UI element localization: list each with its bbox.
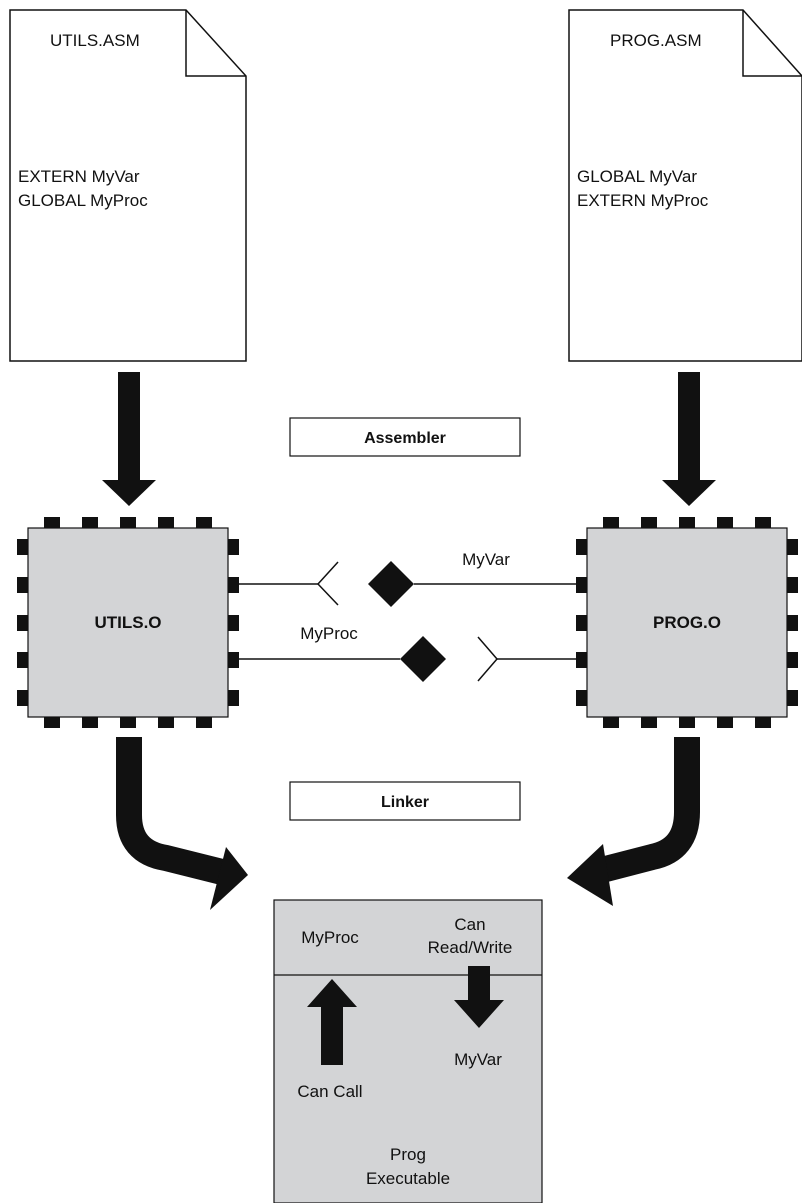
prog-asm-filename: PROG.ASM [610,31,702,50]
prog-o-chip: PROG.O [576,517,798,728]
myvar-connection: MyVar [239,550,576,607]
linker-label: Linker [381,794,429,811]
utils-o-label: UTILS.O [94,613,161,632]
exe-prog-label: Prog [390,1145,426,1164]
prog-asm-line-1: GLOBAL MyVar [577,167,697,186]
utils-asm-line-1: EXTERN MyVar [18,167,140,186]
prog-asm-line-2: EXTERN MyProc [577,191,709,210]
myvar-connection-label: MyVar [462,550,510,569]
utils-asm-line-2: GLOBAL MyProc [18,191,148,210]
assembler-label: Assembler [364,430,446,447]
prog-link-arrow [567,737,700,906]
myproc-plug-diamond [400,636,446,682]
prog-o-label: PROG.O [653,613,721,632]
myvar-plug-diamond [368,561,414,607]
myproc-connection-label: MyProc [300,624,358,643]
utils-o-chip: UTILS.O [17,517,239,728]
exe-myproc-label: MyProc [301,928,359,947]
myproc-connection: MyProc [239,624,576,682]
prog-asm-document: PROG.ASM GLOBAL MyVar EXTERN MyProc [568,9,802,362]
can-read-write-arrow [454,966,504,1028]
prog-executable-box: MyProc Can Read/Write Can Call MyVar Pro… [273,899,543,1203]
can-call-arrow [307,979,357,1065]
exe-read-write-label: Read/Write [428,938,513,957]
utils-assemble-arrow [102,372,156,506]
exe-myvar-label: MyVar [454,1050,502,1069]
utils-link-arrow [116,737,248,910]
prog-assemble-arrow [662,372,716,506]
utils-asm-document: UTILS.ASM EXTERN MyVar GLOBAL MyProc [9,9,247,362]
utils-asm-filename: UTILS.ASM [50,31,140,50]
exe-executable-label: Executable [366,1169,450,1188]
exe-can-call-label: Can Call [297,1082,362,1101]
linker-stage-box: Linker [289,781,521,821]
assembler-stage-box: Assembler [289,417,521,457]
exe-can-label: Can [454,915,485,934]
